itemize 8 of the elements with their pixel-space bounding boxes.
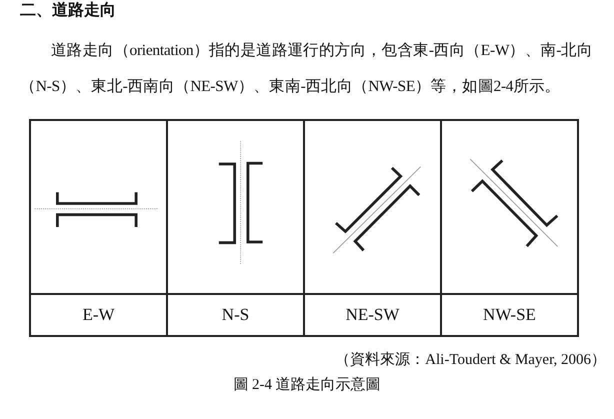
column-label: NE-SW [346,305,400,324]
column-label: N-S [222,305,250,324]
column-label: NW-SE [483,305,536,324]
column-label: E-W [82,305,115,324]
section-heading: 二、道路走向 [20,0,116,21]
figure-caption: 圖 2-4 道路走向示意圖 [232,376,382,394]
body-paragraph: 道路走向（orientation）指的是道路運行的方向，包含東-西向（E-W）、南-北向（N-S）、東北-西南向（NE-SW）、東南-西北向（NW-SE）等，如圖2-4所示。 [20,41,594,97]
source-note: （資料來源：Ali-Toudert & Mayer, 2006） [335,350,606,369]
